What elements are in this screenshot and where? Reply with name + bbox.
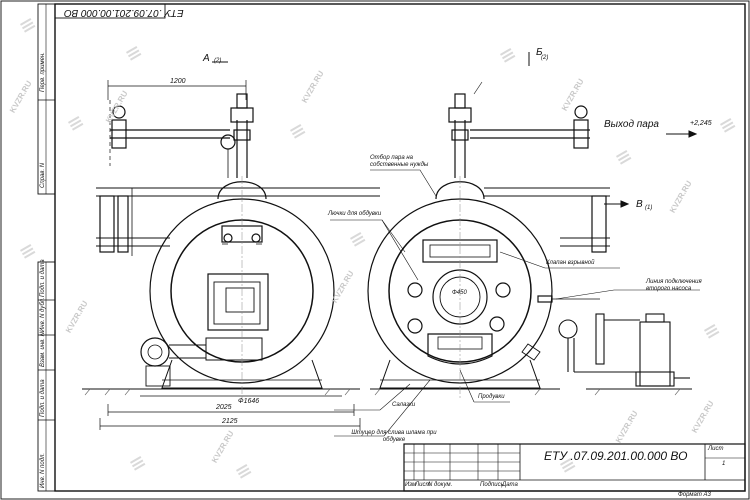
level-mark: +2,245	[690, 120, 712, 127]
callout-pump-line: Линия подключения второго насоса	[646, 279, 702, 292]
dim-450: Ф450	[452, 290, 467, 296]
format-label: Формат А3	[678, 492, 711, 498]
view-sub-b: (2)	[541, 55, 549, 61]
dim-2125: 2125	[222, 418, 238, 425]
watermark-logos	[20, 18, 736, 479]
strip-label: Инв. N подл.	[40, 452, 46, 488]
title-col: Подпись	[480, 482, 504, 488]
title-col: Лист	[415, 482, 431, 488]
dim-1646: Ф1646	[238, 398, 260, 405]
inner-frame	[54, 3, 746, 492]
view-sub-a: (2)	[214, 58, 222, 64]
designation-top: ЕТУ .07.09.201.00.000 ВО	[64, 7, 184, 18]
callout-blowdown: Продувки	[478, 394, 505, 400]
view-label-v: В	[636, 199, 643, 210]
callout-drain: Штуцер для слива шлама при обдувке	[351, 430, 437, 444]
callout-steam-own: Отбор пара на собственные нужды	[370, 155, 429, 168]
sheet-number: 1	[722, 461, 726, 467]
arrow-markers	[212, 52, 698, 208]
strip-label: Инв. N дубл.	[40, 297, 46, 332]
view-label-b: Б	[536, 47, 543, 58]
title-col: Изм	[405, 482, 417, 488]
callout-valve: Клапан взрывной	[546, 260, 595, 266]
right-boiler	[367, 93, 610, 398]
callout-skid: Салазки	[392, 402, 416, 408]
strip-label: Взам. инв. N	[40, 332, 46, 367]
strip-label: Подп. и дата	[40, 259, 46, 297]
view-sub-v: (1)	[645, 205, 653, 211]
dim-2025: 2025	[216, 404, 232, 411]
strip-label: Перв. примен.	[40, 52, 46, 92]
callout-steam-out: Выход пара	[604, 119, 659, 130]
strip-label: Справ. N	[40, 162, 46, 188]
title-block	[403, 443, 746, 492]
title-col: N докум.	[428, 482, 453, 488]
strip-label: Подп. и дата	[40, 379, 46, 417]
title-col: Дата	[502, 482, 518, 488]
callout-hatches: Лючки для обдувки	[328, 211, 382, 217]
designation-bottom: ЕТУ .07.09.201.00.000 ВО	[544, 449, 688, 463]
view-label-a: A	[203, 53, 210, 64]
left-boiler	[96, 93, 380, 389]
sheet-label: Лист	[708, 446, 724, 452]
dim-1200: 1200	[170, 78, 186, 85]
left-dimensions	[99, 80, 361, 430]
leader-lines	[330, 81, 700, 437]
pump-assembly	[558, 313, 690, 387]
